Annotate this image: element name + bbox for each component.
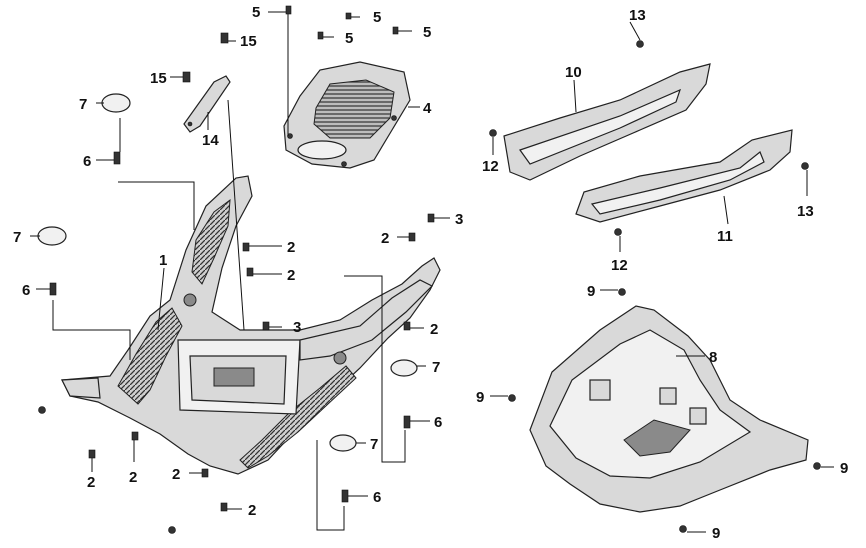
callout-5b: 5 xyxy=(373,9,381,26)
callout-6b: 6 xyxy=(22,282,30,299)
callout-2b: 2 xyxy=(287,267,295,284)
callout-9c: 9 xyxy=(840,460,848,477)
callout-2c: 2 xyxy=(381,230,389,247)
callout-2d: 2 xyxy=(430,321,438,338)
callout-15b: 15 xyxy=(150,70,167,87)
callout-6c: 6 xyxy=(434,414,442,431)
callout-10: 10 xyxy=(565,64,582,81)
callout-14: 14 xyxy=(202,132,219,149)
part-10-side-rail xyxy=(503,63,711,181)
part-11-side-rail xyxy=(575,129,793,223)
callout-2a: 2 xyxy=(287,239,295,256)
callout-3b: 3 xyxy=(455,211,463,228)
part-4-inner-cover xyxy=(283,61,411,169)
callout-7a: 7 xyxy=(79,96,87,113)
callout-12a: 12 xyxy=(482,158,499,175)
callout-9b: 9 xyxy=(476,389,484,406)
callout-6d: 6 xyxy=(373,489,381,506)
callout-5a: 5 xyxy=(252,4,260,21)
callout-5c: 5 xyxy=(345,30,353,47)
callout-3a: 3 xyxy=(293,319,301,336)
callout-4: 4 xyxy=(423,100,432,117)
leader-lines xyxy=(30,11,834,533)
callout-labels: 5 5 5 5 4 15 15 14 7 6 7 6 1 2 2 3 3 2 2… xyxy=(13,4,848,542)
callout-2g: 2 xyxy=(172,466,180,483)
part-8-lower-cover xyxy=(529,305,809,513)
callout-9a: 9 xyxy=(587,283,595,300)
boundary-lines xyxy=(52,99,406,531)
callout-15a: 15 xyxy=(240,33,257,50)
part-1-floor-panel xyxy=(61,175,441,475)
callout-13a: 13 xyxy=(629,7,646,24)
callout-7d: 7 xyxy=(370,436,378,453)
callout-7b: 7 xyxy=(13,229,21,246)
callout-13b: 13 xyxy=(797,203,814,220)
callout-7c: 7 xyxy=(432,359,440,376)
callout-8: 8 xyxy=(709,349,717,366)
callout-5d: 5 xyxy=(423,24,431,41)
part-14-bracket xyxy=(183,75,231,133)
callout-12b: 12 xyxy=(611,257,628,274)
callout-1: 1 xyxy=(159,252,167,269)
callout-11: 11 xyxy=(717,228,733,245)
callout-6a: 6 xyxy=(83,153,91,170)
callout-9d: 9 xyxy=(712,525,720,542)
callout-2h: 2 xyxy=(248,502,256,519)
callout-2e: 2 xyxy=(129,469,137,486)
fasteners xyxy=(38,5,821,534)
callout-2f: 2 xyxy=(87,474,95,491)
